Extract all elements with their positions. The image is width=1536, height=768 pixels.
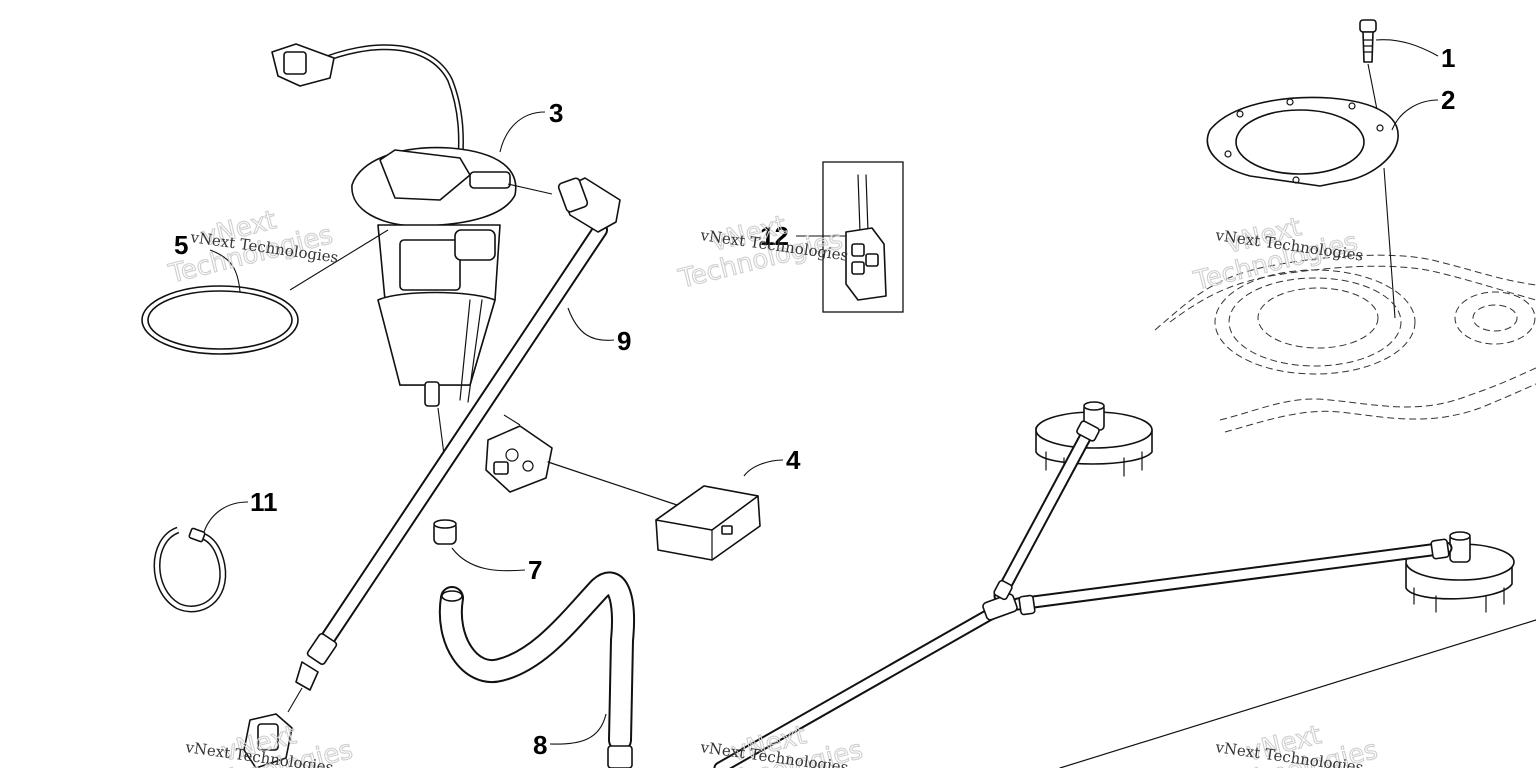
callout-3: 3 — [549, 98, 563, 128]
fuel-tank-outline — [1154, 254, 1536, 433]
callout-4: 4 — [786, 445, 801, 475]
leader-lines — [203, 39, 1439, 745]
fuel-hose-part — [243, 177, 621, 768]
callout-2: 2 — [1441, 85, 1455, 115]
level-sender-part — [485, 414, 681, 507]
fuel-pump-part — [271, 43, 517, 471]
callout-5: 5 — [174, 230, 188, 260]
bent-hose-part — [438, 571, 635, 768]
float-part — [655, 485, 761, 561]
callout-7: 7 — [528, 555, 542, 585]
o-ring-part — [141, 285, 299, 355]
vent-line-assembly — [713, 401, 1536, 768]
clamp-part — [153, 526, 227, 613]
callout-8: 8 — [533, 730, 547, 760]
screw-part — [1359, 19, 1381, 126]
callout-12: 12 — [760, 221, 789, 251]
cap-part — [433, 519, 457, 545]
flange-ring-part — [1206, 96, 1399, 319]
callout-labels: 1 2 3 4 5 7 8 9 11 12 — [174, 43, 1455, 760]
callout-1: 1 — [1441, 43, 1455, 73]
inset-connector-part — [822, 161, 904, 313]
callout-9: 9 — [617, 326, 631, 356]
watermarks: vNext Technologies vNext Technologies vN… — [165, 205, 1381, 768]
callout-11: 11 — [250, 487, 278, 517]
